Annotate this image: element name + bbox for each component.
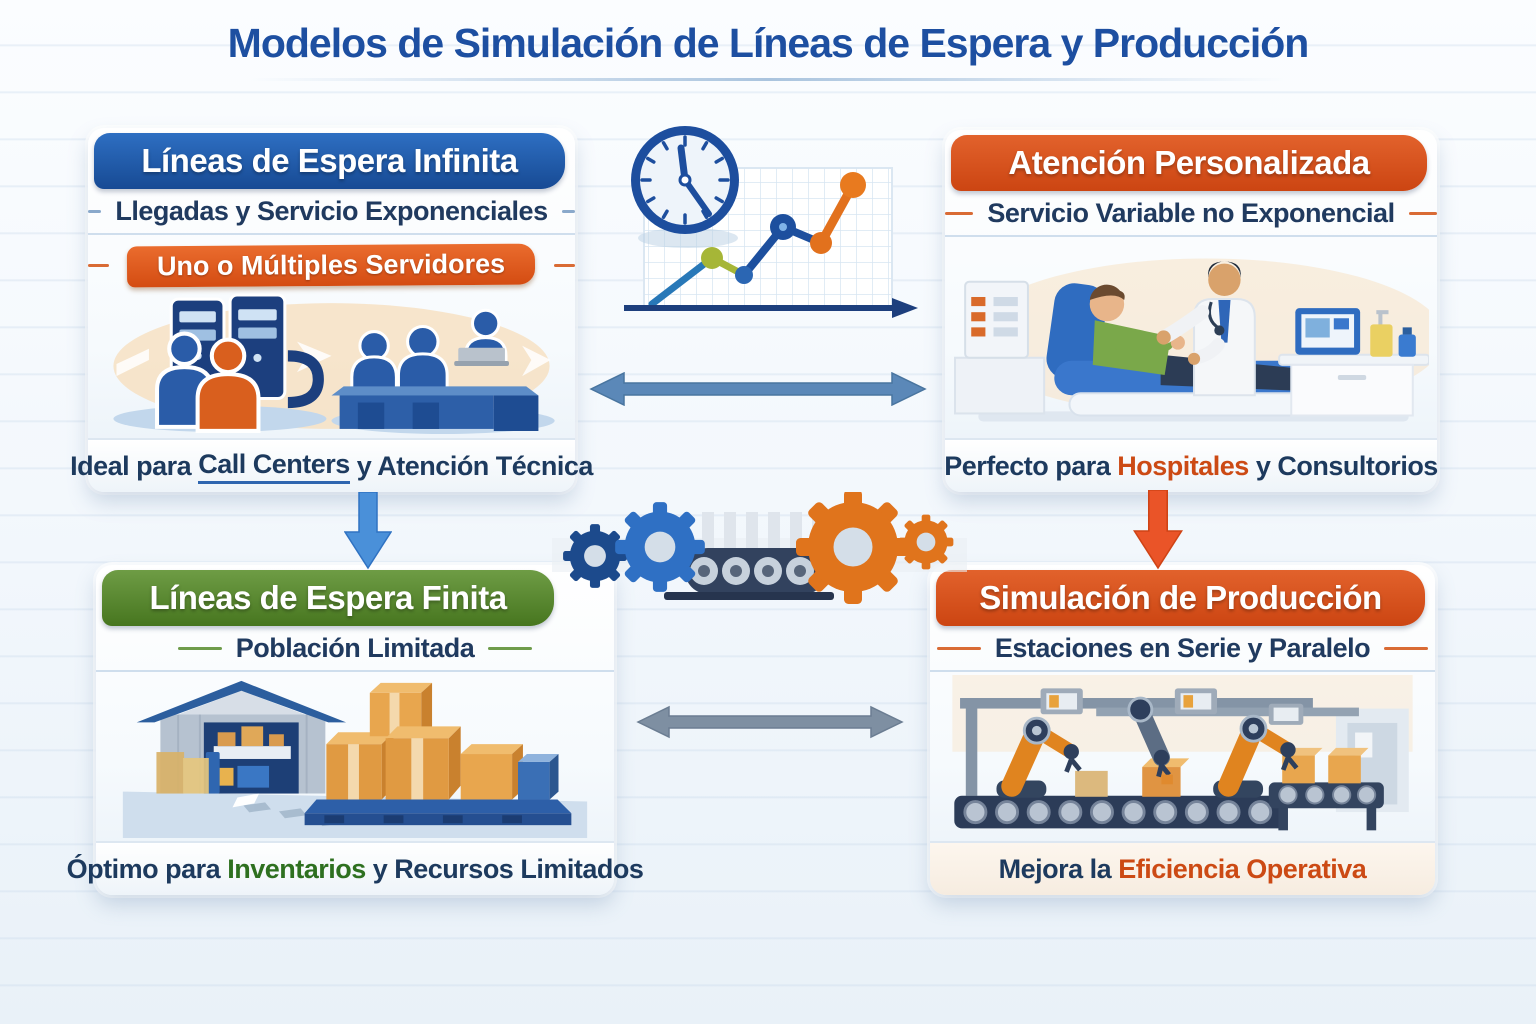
- panel-header-personalized-care: Atención Personalizada: [951, 135, 1427, 191]
- robot-arm-center-icon: [1127, 696, 1173, 785]
- panel-subtitle-infinite-queue: Llegadas y Servicio Exponenciales: [88, 189, 575, 235]
- dash-decoration: [561, 210, 575, 213]
- clock-growth-chart-graphic: [600, 118, 930, 330]
- doctor-patient-illustration: [945, 237, 1437, 438]
- queue-people-servers-illustration: [88, 290, 575, 438]
- panel-caption-production: Mejora la Eficiencia Operativa: [930, 841, 1435, 895]
- dash-decoration: [488, 647, 533, 650]
- desk-monitor-icon: [1278, 308, 1429, 417]
- medical-cabinet-icon: [954, 280, 1046, 415]
- panel-subtitle-finite-queue: Población Limitada: [96, 626, 614, 672]
- page-title: Modelos de Simulación de Líneas de Esper…: [227, 20, 1310, 66]
- servers-banner-label: Uno o Múltiples Servidores: [157, 248, 506, 282]
- panel-subtitle-production: Estaciones en Serie y Paralelo: [930, 626, 1435, 672]
- panel-subtitle-label: Servicio Variable no Exponencial: [987, 198, 1395, 228]
- service-desk-icon: [331, 308, 539, 431]
- panel-subtitle-label: Estaciones en Serie y Paralelo: [994, 633, 1371, 663]
- doctor-icon: [1156, 261, 1256, 397]
- caption-text: y Atención Técnica: [349, 450, 594, 481]
- panel-header-label: Atención Personalizada: [1008, 144, 1370, 181]
- panel-caption-infinite-queue: Ideal para Call Centers y Atención Técni…: [70, 438, 593, 492]
- panel-subtitle-personalized-care: Servicio Variable no Exponencial: [945, 191, 1437, 237]
- panel-header-label: Líneas de Espera Finita: [149, 579, 507, 616]
- dash-decoration: [945, 212, 974, 215]
- caption-text: Perfecto para: [944, 450, 1118, 481]
- dash-decoration: [1384, 647, 1429, 650]
- panel-lineas-espera-finita: Líneas de Espera Finita Población Limita…: [67, 565, 644, 895]
- panel-subtitle-label: Población Limitada: [235, 633, 475, 663]
- caption-text: Ideal para: [70, 450, 199, 481]
- dash-decoration: [177, 647, 222, 650]
- pallet-boxes-icon: [304, 682, 572, 826]
- bottles-icon: [1370, 310, 1416, 357]
- panel-atencion-personalizada: Atención Personalizada Servicio Variable…: [944, 130, 1439, 492]
- panel-subtitle-label: Llegadas y Servicio Exponenciales: [115, 196, 548, 226]
- double-arrow-bottom-icon: [635, 705, 905, 739]
- clock-icon: [631, 126, 739, 248]
- title-divider: [250, 78, 1286, 81]
- caption-text: y Recursos Limitados: [365, 853, 644, 884]
- robot-arm-right-icon: [1213, 714, 1299, 798]
- warehouse-boxes-illustration: [96, 672, 614, 841]
- caption-highlight: Call Centers: [198, 449, 350, 484]
- panel-caption-finite-queue: Óptimo para Inventarios y Recursos Limit…: [67, 841, 644, 895]
- caption-text: Óptimo para: [66, 853, 228, 884]
- down-arrow-left-icon: [343, 491, 393, 570]
- panel-caption-personalized-care: Perfecto para Hospitales y Consultorios: [944, 438, 1439, 492]
- caption-highlight: Eficiencia Operativa: [1118, 853, 1367, 884]
- robot-arm-left-icon: [996, 716, 1082, 798]
- panel-simulacion-produccion: Simulación de Producción Estaciones en S…: [930, 565, 1435, 895]
- gears-conveyor-graphic: [552, 490, 967, 624]
- panel-header-label: Simulación de Producción: [979, 579, 1382, 616]
- panel-header-production: Simulación de Producción: [936, 570, 1425, 626]
- panel-header-finite-queue: Líneas de Espera Finita: [102, 570, 554, 626]
- double-arrow-top-icon: [588, 371, 928, 407]
- panel-header-infinite-queue: Líneas de Espera Infinita: [94, 133, 565, 189]
- dash-decoration: [1408, 212, 1437, 215]
- caption-text: Mejora la: [998, 853, 1119, 884]
- left-boxes-icon: [156, 752, 209, 794]
- waiting-people-icon: [155, 331, 261, 433]
- down-arrow-right-icon: [1132, 489, 1184, 570]
- conveyor-main-icon: [954, 795, 1287, 829]
- dash-decoration: [88, 210, 102, 213]
- dash-decoration: [88, 264, 110, 267]
- servers-banner-row: Uno o Múltiples Servidores: [88, 235, 575, 290]
- dash-decoration: [936, 647, 981, 650]
- caption-text: y Consultorios: [1248, 450, 1439, 481]
- servers-banner: Uno o Múltiples Servidores: [127, 243, 536, 288]
- robotic-line-illustration: [930, 672, 1435, 841]
- box-on-belt: [1075, 770, 1108, 797]
- dash-decoration: [553, 264, 575, 267]
- caption-highlight: Hospitales: [1117, 450, 1249, 481]
- panel-lineas-espera-infinita: Líneas de Espera Infinita Llegadas y Ser…: [70, 128, 593, 492]
- caption-highlight: Inventarios: [227, 853, 366, 884]
- panel-header-label: Líneas de Espera Infinita: [141, 142, 518, 179]
